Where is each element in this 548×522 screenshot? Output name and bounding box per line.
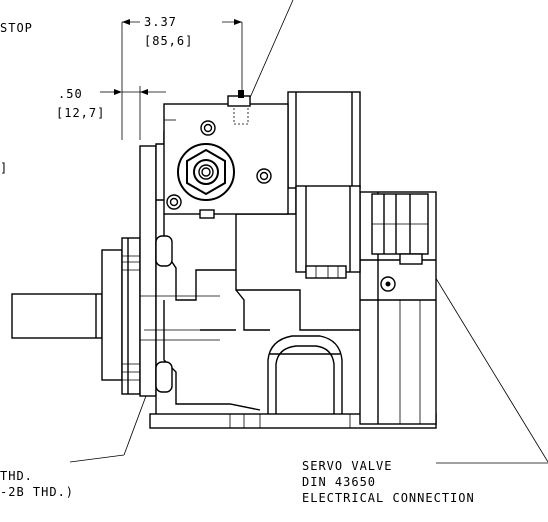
valve-block	[163, 90, 289, 215]
electrical-connector	[371, 193, 429, 292]
drive-shaft	[11, 293, 103, 339]
dimension-top-mm: [85,6]	[144, 34, 193, 48]
electrical-connection-label: ELECTRICAL CONNECTION	[302, 491, 475, 505]
dimension-top-inch: 3.37	[144, 15, 177, 29]
leader-line-thread-h	[69, 454, 125, 463]
dimension-left	[100, 86, 166, 140]
bolt-top-left	[200, 120, 216, 136]
thread-label-line1: THD.	[0, 469, 33, 483]
bottom-fitting	[199, 209, 215, 219]
adjustment-screw-icon	[177, 143, 235, 201]
thread-label-line2: -2B THD.)	[0, 485, 74, 499]
stop-label: STOP	[0, 21, 33, 35]
bolt-right	[256, 168, 272, 184]
dimension-left-mm: [12,7]	[56, 106, 105, 120]
mounting-flange	[101, 145, 157, 397]
servo-valve-label: SERVO VALVE	[302, 459, 392, 473]
pump-outlet-port	[267, 335, 343, 421]
din-label: DIN 43650	[302, 475, 376, 489]
leader-line-servo	[425, 261, 548, 463]
solenoid-coil	[287, 91, 361, 279]
leader-line-top	[248, 0, 294, 101]
dimension-left-inch: .50	[58, 87, 83, 101]
bracket-fragment: ]	[0, 161, 8, 175]
bolt-bottom-left	[166, 194, 182, 210]
dimension-top	[121, 19, 243, 140]
